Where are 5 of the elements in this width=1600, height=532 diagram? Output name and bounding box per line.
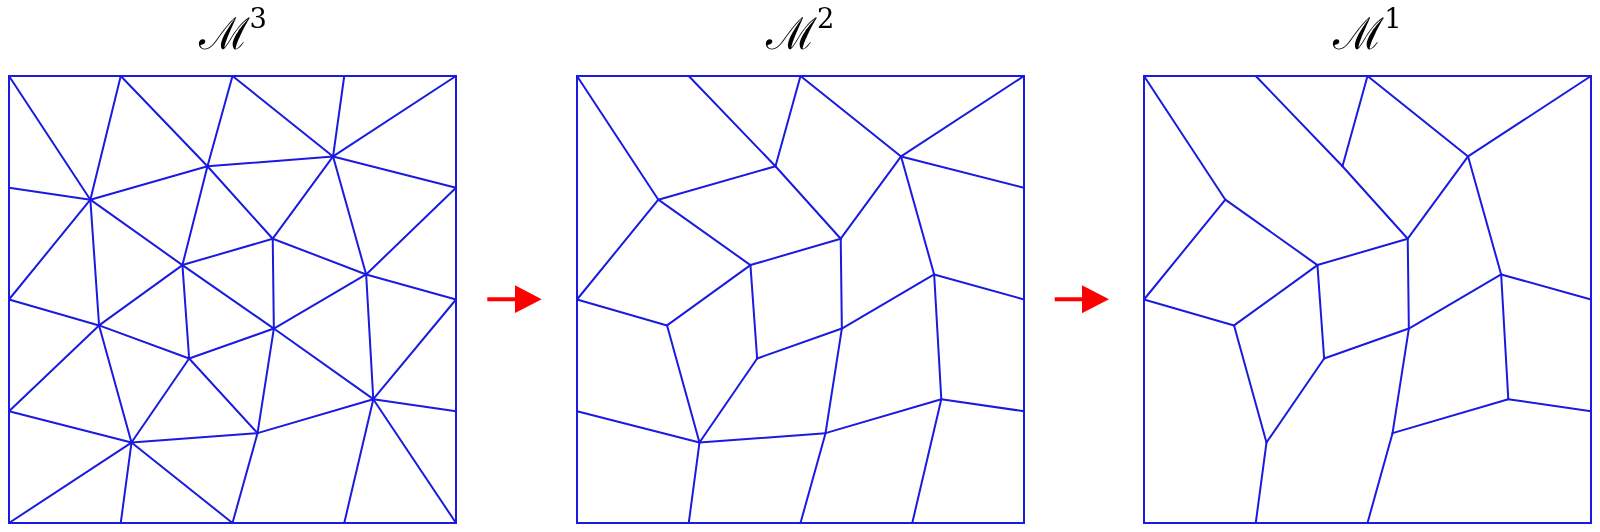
panel-title: ℳ$^{3}$ <box>198 8 267 60</box>
arrow <box>1054 285 1109 314</box>
panel-title: ℳ$^{1}$ <box>1333 8 1402 60</box>
arrow <box>487 285 542 314</box>
panel-title: ℳ$^{2}$ <box>766 8 835 60</box>
